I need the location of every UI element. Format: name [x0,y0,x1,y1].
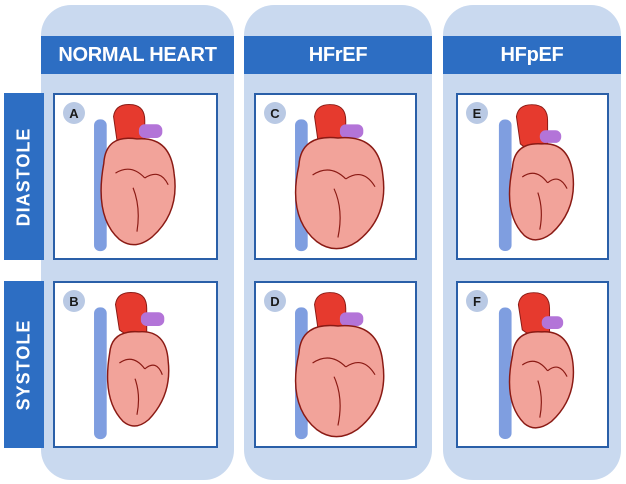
heart-illustration [458,283,607,446]
header-hfpef: HFpEF [443,36,621,74]
heart-illustration [256,283,415,446]
row-label-diastole-text: DIASTOLE [14,127,35,226]
row-label-systole: SYSTOLE [4,281,44,448]
panel-f: F [456,281,609,448]
panel-a: A [53,93,218,260]
panel-d: D [254,281,417,448]
header-normal-heart: NORMAL HEART [41,36,234,74]
heart-illustration [55,283,216,446]
heart-illustration [256,95,415,258]
panel-b: B [53,281,218,448]
panel-c: C [254,93,417,260]
row-label-diastole: DIASTOLE [4,93,44,260]
heart-illustration [458,95,607,258]
row-label-systole-text: SYSTOLE [14,319,35,410]
header-hfref: HFrEF [244,36,432,74]
panel-e: E [456,93,609,260]
heart-illustration [55,95,216,258]
